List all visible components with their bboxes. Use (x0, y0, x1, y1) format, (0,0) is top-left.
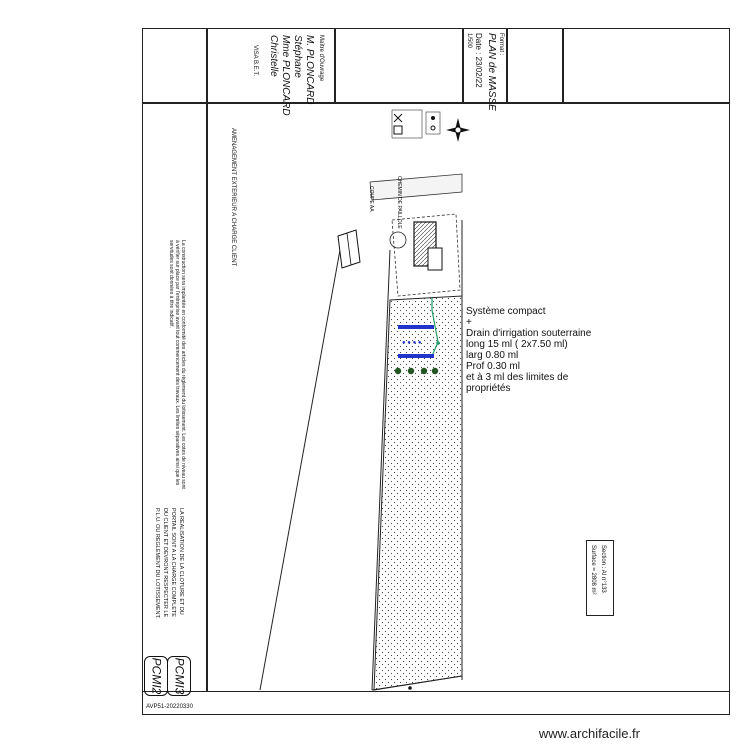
section-box: Section : AI n°133 Surface = 2808 m² (586, 540, 614, 616)
annotation-line-6: Prof 0.30 ml (466, 361, 520, 372)
title-block-empty-2 (334, 28, 464, 104)
svg-text:● ● ● ●: ● ● ● ● (402, 340, 422, 346)
annotation-line-1: Système compact (466, 306, 546, 317)
drain-line-1 (398, 325, 434, 329)
terrace (391, 213, 461, 297)
road (369, 173, 463, 201)
annotation-line-5: larg 0.80 ml (466, 350, 519, 361)
parcel-boundary-line (259, 249, 341, 691)
tree-icons (394, 367, 439, 375)
house-annex (427, 247, 443, 271)
coupe-label: COUPE AA (368, 186, 374, 212)
drawing-frame (206, 102, 730, 692)
drain-markers: ● ● ● ● (402, 340, 422, 346)
annotation-line-2: + (466, 317, 472, 328)
title-block-empty-3 (506, 28, 564, 104)
pool (389, 231, 407, 249)
parcel-boundary-left (371, 249, 391, 691)
watermark: www.archifacile.fr (538, 726, 640, 741)
title-block-empty-1 (142, 28, 208, 104)
annotation-line-7: et à 3 ml des limites de (466, 372, 569, 383)
bottom-marker (408, 686, 412, 690)
title-block-owner: Maître d'Ouvrage M. PLONCARD Stéphane Mm… (206, 28, 336, 116)
footer-code: AVP51-20220330 (146, 704, 193, 710)
title-block-plan: Format : PLAN de MASSE Date : 23/02/22 1… (462, 28, 508, 111)
left-column-frame (142, 102, 208, 692)
drain-line-2 (398, 354, 434, 358)
annotation-line-8: propriétés (466, 383, 511, 394)
annotation-line-4: long 15 ml ( 2x7.50 ml) (466, 339, 568, 350)
pcmi2-badge: PCMI2 (144, 656, 168, 696)
title-block-empty-4 (562, 28, 730, 104)
compass-icon (446, 118, 470, 142)
cabin-ridge (346, 232, 352, 266)
road-label-text: CHEMIN DE PAILLOLE (396, 176, 402, 229)
parcel-bottom (371, 675, 463, 691)
drain-annotation: Système compact + Drain d'irrigation sou… (466, 306, 666, 394)
symbol-legend (391, 109, 441, 139)
drain-pipe (431, 298, 439, 357)
pipe-end (436, 341, 440, 345)
annotation-line-3: Drain d'irrigation souterraine (466, 328, 592, 339)
